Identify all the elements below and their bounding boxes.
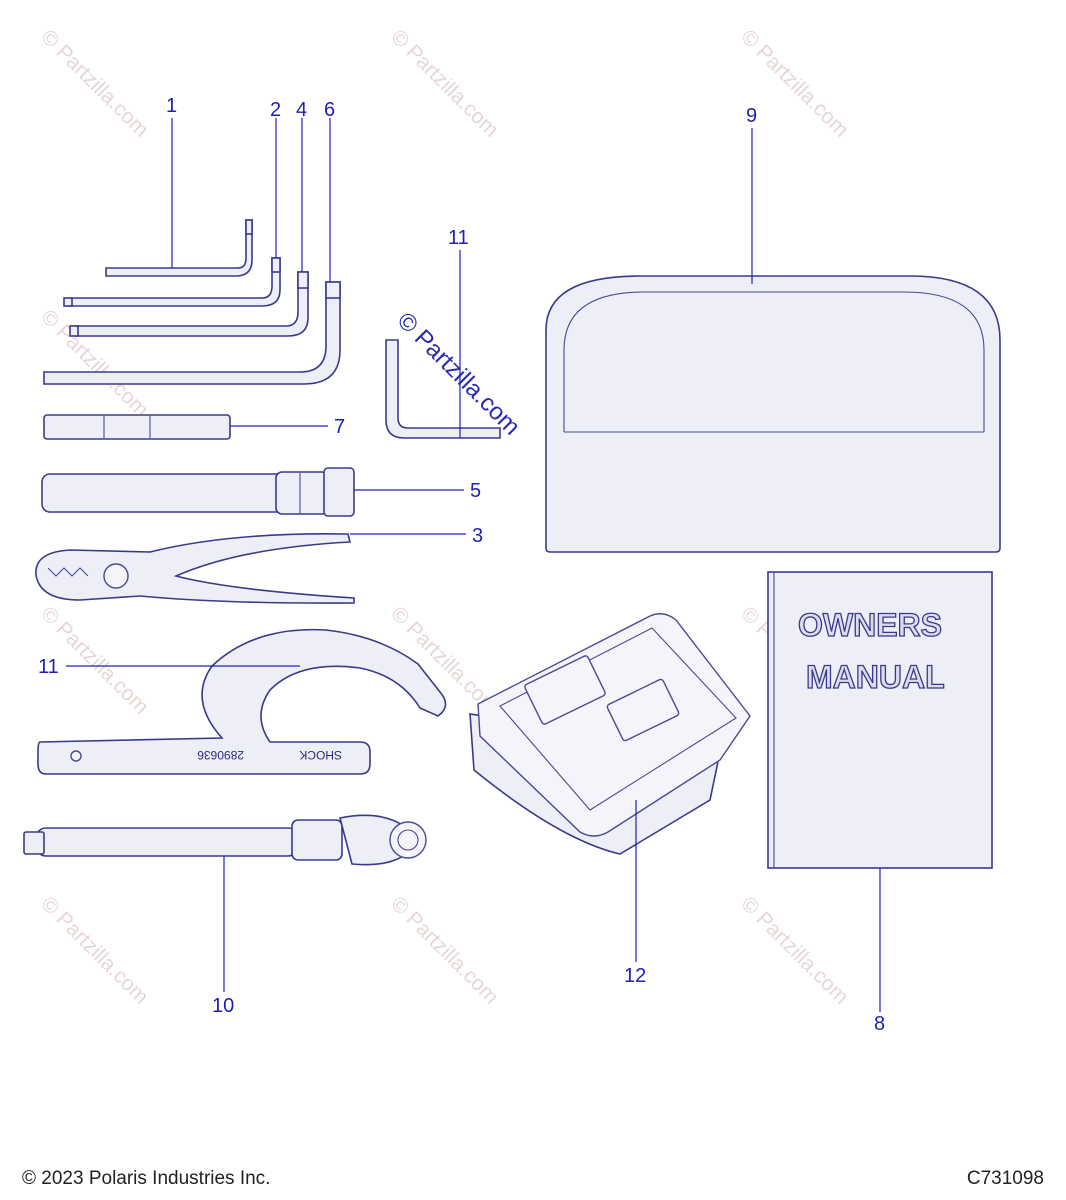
manual-title-line2: MANUAL <box>806 659 945 695</box>
fuse-kit-12[interactable] <box>469 613 751 855</box>
callout-1: 1 <box>166 95 177 117</box>
hex-key-11[interactable]: © Partzilla.com <box>385 307 525 441</box>
callout-5: 5 <box>470 480 481 502</box>
spanner-part-number: 2890636 <box>197 748 244 762</box>
callouts: 1 2 4 6 7 5 3 11 10 11 9 8 12 <box>38 95 885 1035</box>
watermark-center: © Partzilla.com <box>392 307 525 440</box>
copyright-notice: © 2023 Polaris Industries Inc. <box>22 1168 271 1189</box>
spanner-label: SHOCK <box>299 748 342 762</box>
callout-4: 4 <box>296 99 307 121</box>
callout-11-spanner: 11 <box>38 656 59 678</box>
tool-bag-9[interactable] <box>545 275 1001 553</box>
callout-2: 2 <box>270 99 281 121</box>
callout-8: 8 <box>874 1013 885 1035</box>
callout-10: 10 <box>212 995 234 1017</box>
spanner-wrench-11[interactable]: 2890636 SHOCK <box>37 628 447 775</box>
diagram-code: C731098 <box>966 1168 1044 1189</box>
hex-key-6[interactable] <box>43 281 341 385</box>
watermark: © Partzilla.com <box>36 25 152 141</box>
callout-12: 12 <box>624 965 646 987</box>
tube-wrench-7[interactable] <box>43 414 231 440</box>
callout-3: 3 <box>472 525 483 547</box>
hex-key-2[interactable] <box>63 257 281 307</box>
callout-7: 7 <box>334 416 345 438</box>
callout-11-hex: 11 <box>448 227 469 249</box>
watermark: © Partzilla.com <box>386 892 502 1008</box>
owners-manual-8[interactable]: OWNERS MANUAL <box>767 571 993 869</box>
leader-lines <box>66 118 881 1012</box>
hex-key-1[interactable] <box>105 219 253 277</box>
watermark: © Partzilla.com <box>736 892 852 1008</box>
pliers-3[interactable] <box>35 533 355 604</box>
socket-wrench-10[interactable] <box>23 814 427 866</box>
callout-9: 9 <box>746 105 757 127</box>
watermark: © Partzilla.com <box>36 892 152 1008</box>
spark-plug-socket-5[interactable] <box>41 467 355 517</box>
watermark: © Partzilla.com <box>36 305 152 421</box>
watermark: © Partzilla.com <box>386 25 502 141</box>
hex-key-4[interactable] <box>69 271 309 337</box>
callout-6: 6 <box>324 99 335 121</box>
manual-title-line1: OWNERS <box>798 607 942 643</box>
